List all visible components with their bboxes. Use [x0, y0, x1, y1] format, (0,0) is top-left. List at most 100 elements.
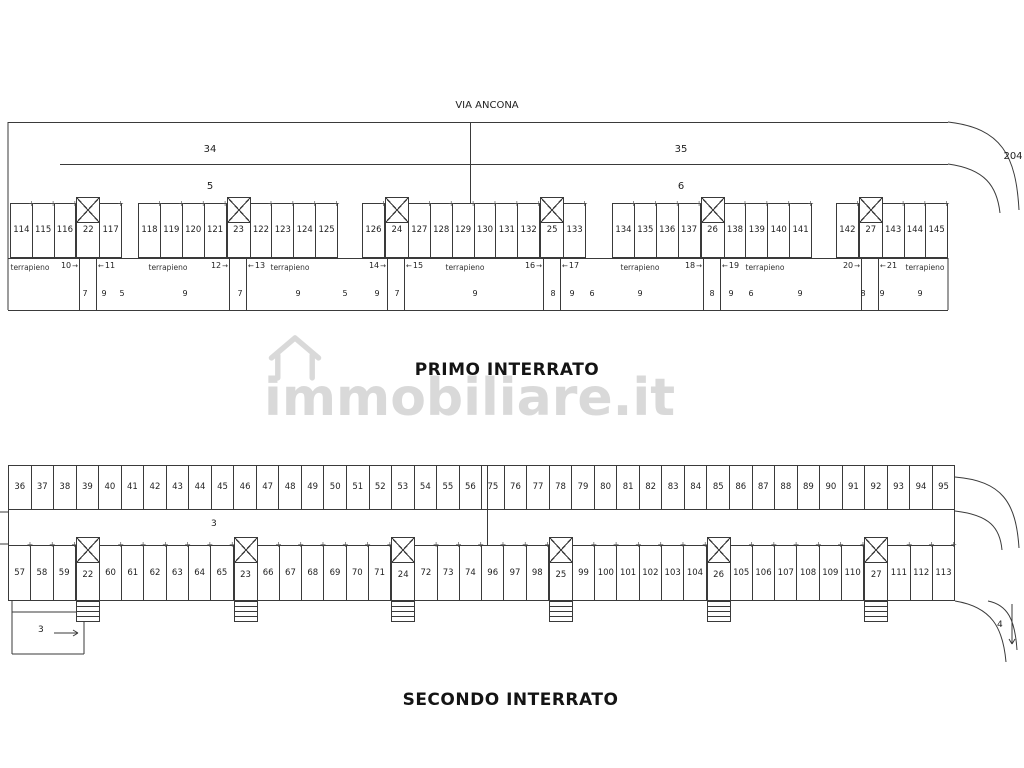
ramp-right-arrow-icon: [1008, 604, 1016, 645]
parking-stall: 36: [9, 466, 32, 509]
road-curve-inner-plan1: [947, 163, 1001, 214]
plan-cell: 131: [496, 200, 520, 257]
stall-number: 61: [127, 567, 139, 578]
dimension-label: 5: [119, 289, 125, 298]
plan-cell: 105: [731, 541, 755, 600]
plan-cell: 24: [391, 537, 416, 622]
plan-cell: 142: [837, 200, 860, 257]
plan1-section-2: 11811912012123122123124125: [138, 197, 340, 258]
stall-number: 25: [546, 225, 558, 235]
plan-cell: 139: [746, 200, 770, 257]
stall-number: 105: [733, 567, 750, 578]
parking-stall: 37: [32, 466, 55, 509]
plan1-section-5: 14227143144145: [836, 197, 950, 258]
stall-number: 87: [757, 482, 769, 493]
stall-number: 44: [194, 482, 206, 493]
dim-value: 16: [524, 261, 536, 270]
plan-cell: 74: [460, 541, 484, 600]
stall-number: 47: [262, 482, 274, 493]
plan-cell: 129: [453, 200, 476, 257]
ramp-left-arrow-icon: [54, 629, 79, 637]
stall-number: 93: [893, 482, 904, 493]
plan-cell: 27: [864, 537, 889, 622]
plan-cell: 126: [363, 200, 387, 257]
stall-number: 144: [906, 225, 923, 236]
plan-cell: 136: [657, 200, 680, 257]
arrow-left-icon: ←: [722, 262, 728, 270]
parking-stall: 92: [865, 466, 888, 509]
zone-label-left: 34: [203, 144, 217, 155]
arrow-right-icon: →: [222, 262, 228, 270]
stall-number: 81: [622, 482, 634, 493]
stall-number: 141: [792, 225, 809, 236]
plan-cell: 63: [167, 541, 191, 600]
stall-number: 106: [755, 567, 772, 578]
dim-value: 18: [684, 261, 696, 270]
plan-cell: 117: [100, 200, 124, 257]
stall-number: 22: [82, 570, 94, 580]
plan-cell: 138: [725, 200, 748, 257]
stall-number: 68: [307, 567, 319, 578]
dimension-label: 6: [589, 289, 595, 298]
parking-stall: 77: [527, 466, 550, 509]
plan-cell: 99: [573, 541, 597, 600]
stall-number: 88: [780, 482, 792, 493]
stall-number: 63: [171, 567, 183, 578]
stall-number: 69: [329, 567, 341, 578]
stall-number: 85: [712, 482, 724, 493]
stall-number: 23: [233, 225, 244, 235]
plan-cell: 24: [384, 197, 409, 257]
stall-number: 89: [802, 482, 814, 493]
arrow-left-icon: ←: [98, 262, 104, 270]
parking-stall: 76: [505, 466, 528, 509]
parking-stall: 50: [324, 466, 347, 509]
terrapieno-label: terrapieno: [148, 263, 188, 272]
plan-cell: 108: [797, 541, 822, 600]
dimension-label: 5: [342, 289, 348, 298]
driveway-dim-pair: 12→←13: [206, 258, 270, 310]
parking-stall: 80: [595, 466, 618, 509]
parking-stall: 56: [460, 466, 483, 509]
driveway-lane-lines: [387, 258, 405, 310]
stall-number: 102: [642, 567, 659, 578]
stall-number: 74: [465, 567, 476, 578]
stall-number: 45: [217, 482, 228, 493]
parking-stall: 42: [144, 466, 167, 509]
plan-cell: 143: [883, 200, 906, 257]
stall-number: 25: [555, 570, 567, 580]
arrow-right-icon: →: [536, 262, 542, 270]
plan-cell: 109: [820, 541, 844, 600]
stall-number: 101: [619, 567, 637, 578]
stall-number: 73: [442, 567, 454, 578]
stall-number: 119: [163, 225, 180, 236]
dim-value: 13: [254, 261, 266, 270]
dimension-label: 9: [637, 289, 643, 298]
dim-204: 204: [1003, 151, 1023, 162]
terrapieno-label: terrapieno: [270, 263, 310, 272]
parking-stall: 85: [707, 466, 730, 509]
dimension-label: 9: [569, 289, 575, 298]
plan-cell: 133: [564, 200, 587, 257]
plan-cell: 120: [183, 200, 206, 257]
ramp-dim-left: 3: [38, 625, 44, 635]
plan-cell: 140: [768, 200, 792, 257]
plan2-joint-line: [487, 466, 488, 545]
stall-number: 60: [105, 567, 116, 578]
dimension-label: 8: [709, 289, 715, 298]
corridor-dim: 3: [211, 519, 217, 529]
stall-number: 100: [597, 567, 614, 578]
dim-value: 12: [210, 261, 222, 270]
parking-stall: 39: [77, 466, 100, 509]
plan-cell: 58: [31, 541, 56, 600]
plan-cell: 101: [617, 541, 642, 600]
stall-number: 67: [285, 567, 296, 578]
parking-stall: 55: [437, 466, 460, 509]
plan-cell: 22: [76, 197, 101, 257]
stall-number: 62: [149, 567, 161, 578]
parking-stall: 53: [392, 466, 415, 509]
stall-number: 43: [172, 482, 183, 493]
stall-number: 138: [726, 225, 744, 236]
stall-number: 108: [799, 567, 817, 578]
